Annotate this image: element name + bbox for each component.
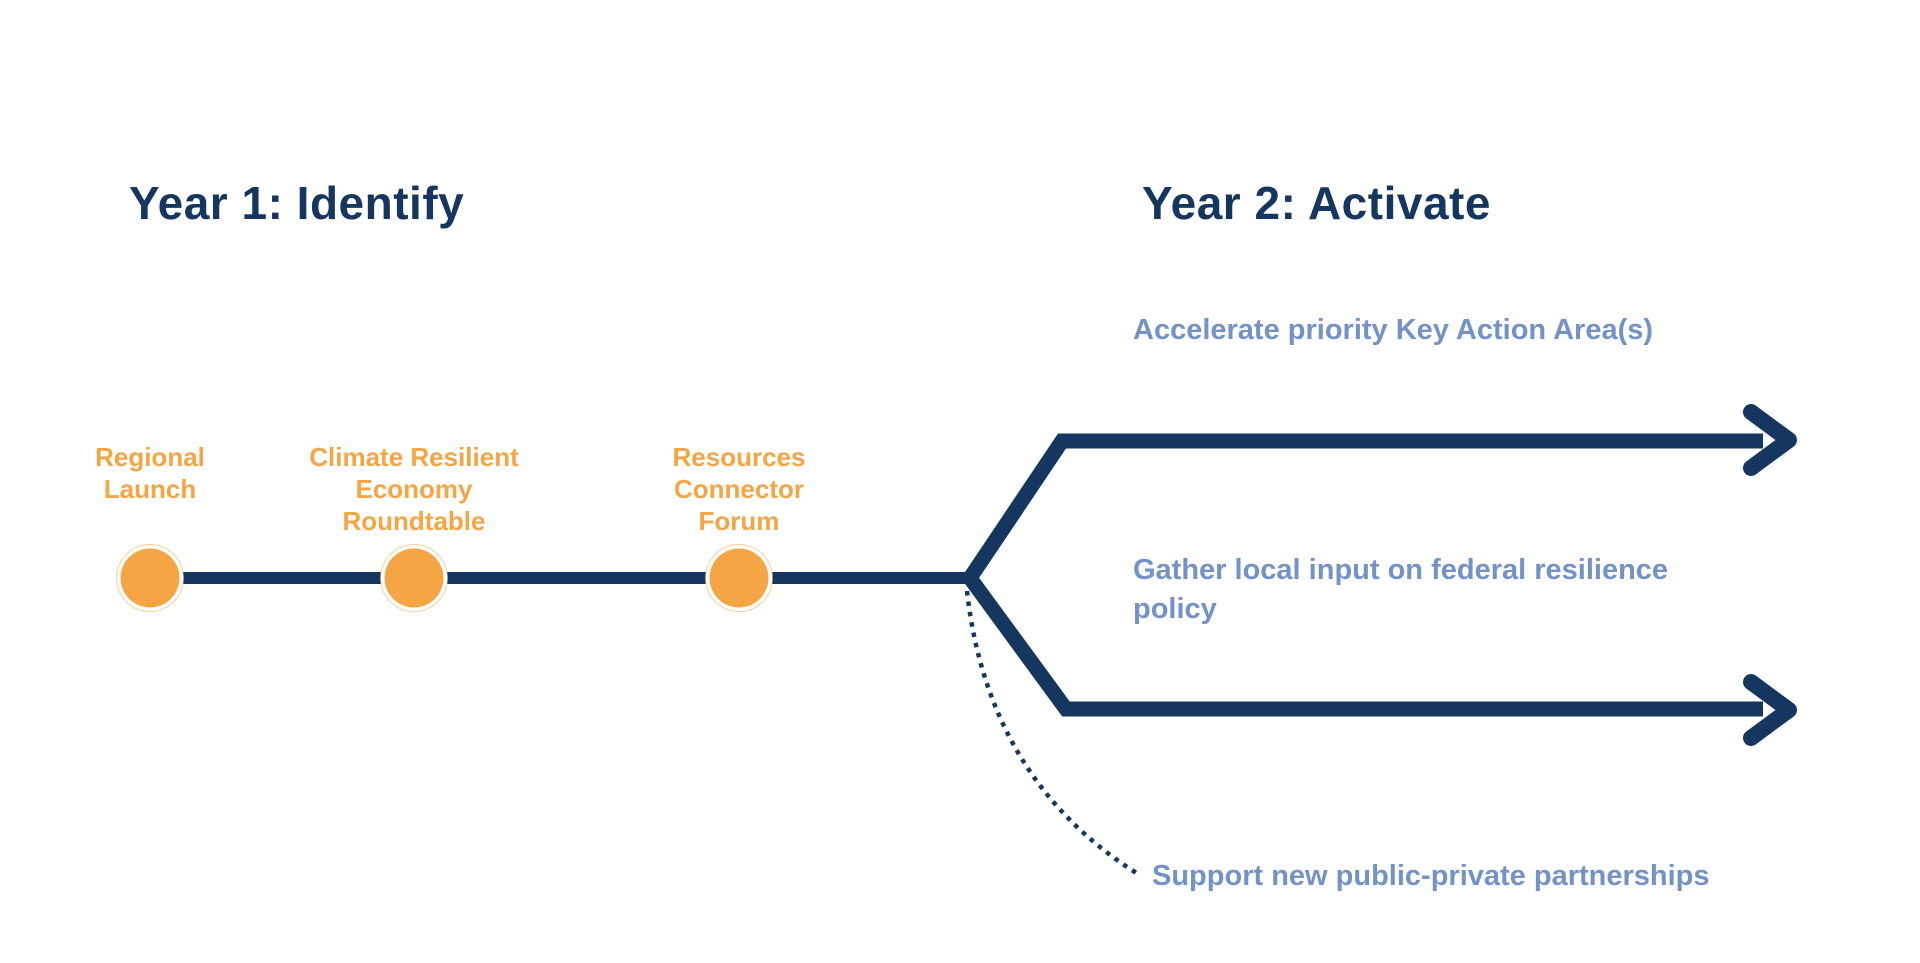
dotted-connector-line [964, 590, 1140, 876]
dot-core [709, 548, 769, 608]
lower-arrowhead-icon [1743, 674, 1797, 746]
year1-heading: Year 1: Identify [129, 177, 465, 229]
branch-label-accelerate: Accelerate priority Key Action Area(s) [1133, 314, 1654, 346]
dot-core [120, 548, 180, 608]
milestone-dot-roundtable [380, 544, 448, 612]
upper-branch-line [963, 433, 1763, 583]
milestone-dot-regional-launch [116, 544, 184, 612]
branch-label-gather-input: Gather local input on federal resilience… [1133, 554, 1669, 625]
branch-label-partnerships: Support new public-private partnerships [1152, 860, 1710, 892]
lower-branch-line [963, 573, 1763, 717]
milestone-dot-connector-forum [705, 544, 773, 612]
milestone-label-regional-launch: Regional Launch [95, 442, 205, 504]
upper-arrowhead-icon [1743, 404, 1797, 476]
milestone-label-connector-forum: Resources Connector Forum [672, 442, 806, 536]
milestone-label-roundtable: Climate Resilient Economy Roundtable [309, 442, 519, 536]
year2-heading: Year 2: Activate [1142, 177, 1491, 229]
dot-core [384, 548, 444, 608]
